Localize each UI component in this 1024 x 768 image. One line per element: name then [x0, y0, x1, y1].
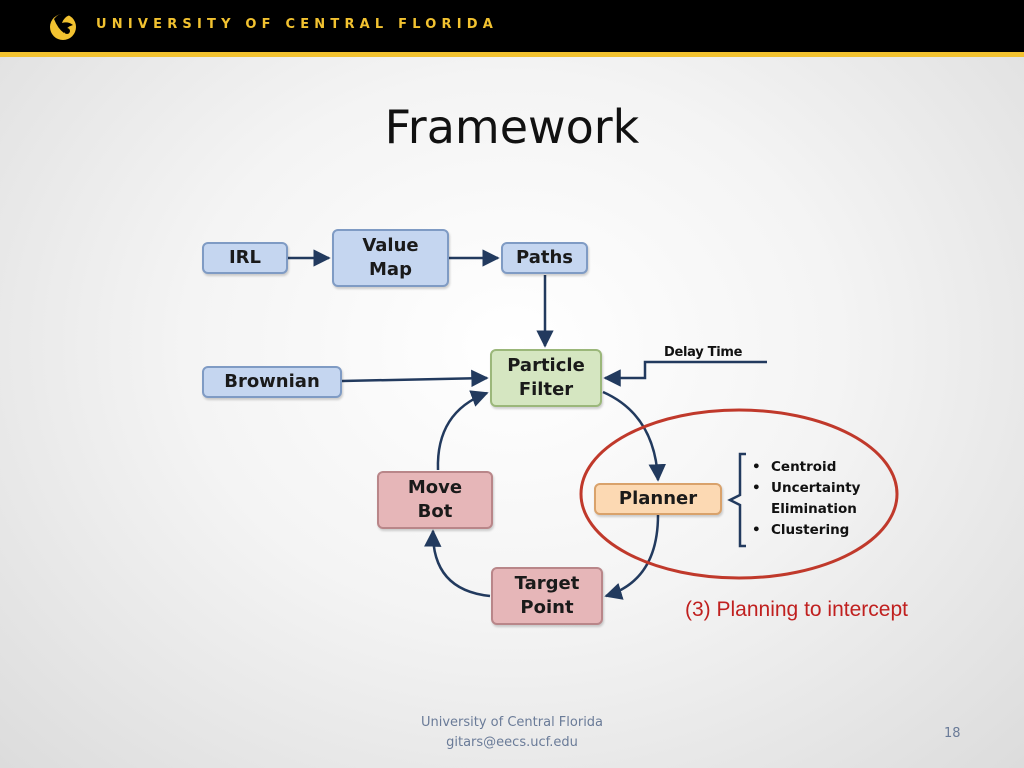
node-planner: Planner: [594, 483, 722, 515]
header-bar: UNIVERSITY OF CENTRAL FLORIDA: [0, 0, 1024, 52]
node-brownian: Brownian: [202, 366, 342, 398]
delay-time-line: [603, 360, 767, 387]
delay-time-label: Delay Time: [664, 345, 743, 360]
node-paths: Paths: [501, 242, 588, 274]
arrow-planner-to-target-point: [604, 514, 660, 600]
page-number: 18: [944, 726, 961, 741]
node-target-point: Target Point: [491, 567, 603, 625]
footer-university: University of Central Florida: [420, 715, 604, 730]
planning-caption: (3) Planning to intercept: [685, 598, 908, 621]
node-irl: IRL: [202, 242, 288, 274]
arrow-move-bot-to-particle-filter: [436, 390, 489, 471]
pegasus-logo-icon: [50, 13, 76, 40]
arrow-brownian-to-particle-filter: [341, 369, 489, 388]
university-name: UNIVERSITY OF CENTRAL FLORIDA: [96, 17, 498, 32]
slide-footer: University of Central Florida gitars@eec…: [0, 713, 1024, 753]
planner-methods-brace: [727, 452, 746, 548]
arrow-particle-filter-to-planner: [602, 390, 667, 482]
arrow-target-point-to-move-bot: [423, 529, 491, 598]
node-particle-filter: Particle Filter: [490, 349, 602, 407]
footer-email: gitars@eecs.ucf.edu: [446, 735, 578, 750]
node-move-bot: Move Bot: [377, 471, 493, 529]
node-value-map: Value Map: [332, 229, 449, 287]
header-gold-stripe: [0, 52, 1024, 57]
slide-title: Framework: [384, 100, 640, 154]
planner-method-item: Centroid: [752, 457, 860, 478]
planner-methods-list: Centroid Uncertainty Elimination Cluster…: [752, 457, 860, 541]
planner-method-item: Uncertainty Elimination: [752, 478, 860, 520]
planner-method-item: Clustering: [752, 520, 860, 541]
planner-highlight-ellipse: [579, 408, 899, 580]
